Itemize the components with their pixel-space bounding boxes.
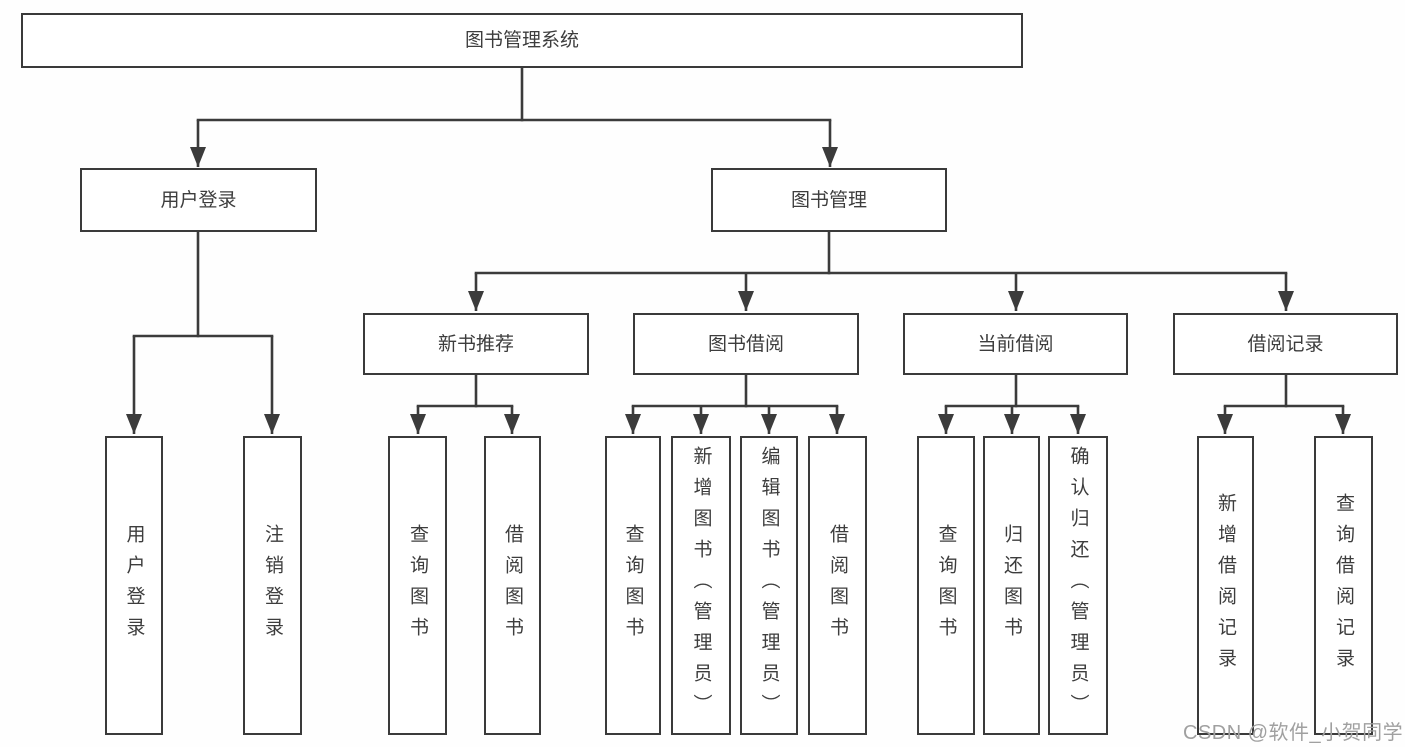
leaf-logout: 注销登录 [243, 436, 302, 735]
leaf-borrow-edit-books-admin-label: 编辑图书（管理员） [758, 446, 780, 725]
leaf-records-query-record: 查询借阅记录 [1314, 436, 1373, 735]
leaf-logout-label: 注销登录 [262, 523, 283, 648]
leaf-recommend-query-books: 查询图书 [388, 436, 447, 735]
leaf-recommend-borrow-books-label: 借阅图书 [502, 523, 523, 648]
leaf-borrow-borrow-books-label: 借阅图书 [827, 523, 848, 648]
node-borrow-records: 借阅记录 [1173, 313, 1398, 375]
node-new-book-recommend-label: 新书推荐 [437, 333, 514, 355]
leaf-borrow-edit-books-admin: 编辑图书（管理员） [740, 436, 798, 735]
node-current-borrow-label: 当前借阅 [977, 333, 1054, 355]
watermark-text: CSDN @软件_小贺同学 [1183, 722, 1404, 744]
leaf-current-return-books: 归还图书 [983, 436, 1040, 735]
leaf-current-confirm-return-admin-label: 确认归还（管理员） [1067, 446, 1089, 725]
leaf-user-login-label: 用户登录 [123, 523, 145, 648]
node-book-borrow-label: 图书借阅 [707, 333, 784, 355]
node-current-borrow: 当前借阅 [903, 313, 1128, 375]
leaf-user-login: 用户登录 [105, 436, 163, 735]
leaf-records-query-record-label: 查询借阅记录 [1333, 492, 1354, 679]
leaf-recommend-query-books-label: 查询图书 [407, 523, 428, 648]
node-root-system: 图书管理系统 [21, 13, 1023, 68]
leaf-current-confirm-return-admin: 确认归还（管理员） [1048, 436, 1108, 735]
leaf-records-add-record-label: 新增借阅记录 [1215, 492, 1236, 679]
node-user-login-label: 用户登录 [160, 189, 237, 211]
leaf-borrow-add-books-admin: 新增图书（管理员） [671, 436, 731, 735]
leaf-recommend-borrow-books: 借阅图书 [484, 436, 541, 735]
leaf-borrow-query-books-label: 查询图书 [622, 523, 644, 648]
node-book-management: 图书管理 [711, 168, 947, 232]
leaf-borrow-borrow-books: 借阅图书 [808, 436, 867, 735]
node-user-login: 用户登录 [80, 168, 317, 232]
leaf-current-query-books: 查询图书 [917, 436, 975, 735]
node-book-borrow: 图书借阅 [633, 313, 859, 375]
node-borrow-records-label: 借阅记录 [1247, 333, 1324, 355]
leaf-current-return-books-label: 归还图书 [1001, 523, 1022, 648]
node-new-book-recommend: 新书推荐 [363, 313, 589, 375]
leaf-borrow-add-books-admin-label: 新增图书（管理员） [690, 446, 712, 725]
leaf-borrow-query-books: 查询图书 [605, 436, 661, 735]
leaf-records-add-record: 新增借阅记录 [1197, 436, 1254, 735]
leaf-current-query-books-label: 查询图书 [935, 523, 957, 648]
node-book-management-label: 图书管理 [790, 189, 867, 211]
node-root-system-label: 图书管理系统 [464, 30, 579, 51]
